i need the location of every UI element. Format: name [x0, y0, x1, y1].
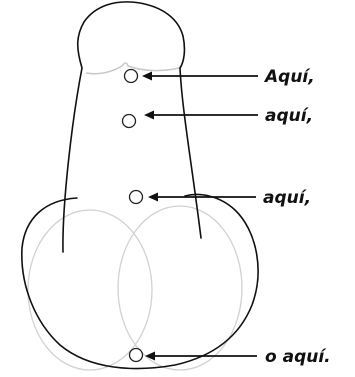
- arrow-2: [144, 110, 258, 120]
- shaft-left-outline: [62, 1, 186, 253]
- arrow-3: [148, 192, 256, 202]
- glans-rim-line: [85, 62, 181, 75]
- scrotum-outline: [21, 193, 259, 370]
- marker-circle-4: [128, 347, 144, 363]
- marker-circle-1: [123, 68, 139, 84]
- label-aqui-3: aquí,: [263, 188, 311, 208]
- marker-circle-2: [121, 113, 137, 129]
- label-aqui-1: Aquí,: [263, 67, 315, 87]
- arrow-1: [142, 71, 258, 81]
- marker-circle-3: [128, 189, 144, 205]
- arrow-4: [145, 351, 257, 361]
- left-testicle-outline: [27, 209, 153, 371]
- label-o-aqui: o aquí.: [265, 347, 331, 367]
- shaft-right-outline: [179, 67, 202, 239]
- label-aqui-2: aquí,: [265, 106, 313, 126]
- right-testicle-outline: [117, 205, 243, 371]
